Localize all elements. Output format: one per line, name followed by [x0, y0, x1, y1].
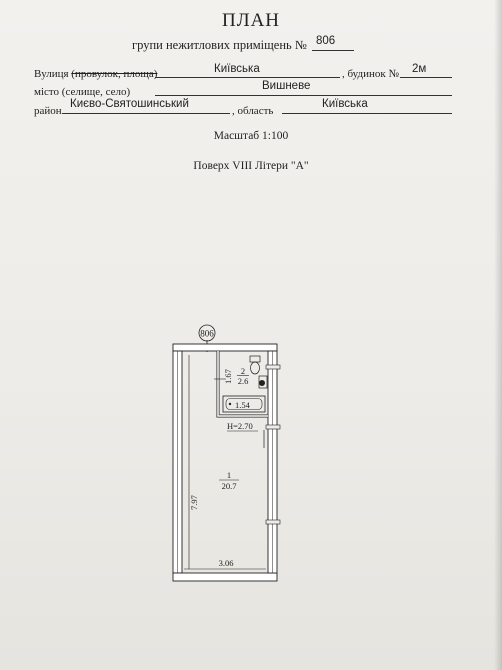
room2-length: 1.67 [223, 369, 233, 384]
street-underline [155, 77, 340, 78]
floor-text: Поверх VIII Літери "А" [193, 160, 309, 172]
building-label: , будинок № [342, 68, 399, 80]
right-wall-window-1 [265, 364, 281, 370]
sink [258, 375, 268, 389]
riser-dot [259, 380, 265, 386]
top-wall [172, 343, 278, 352]
region-underline [282, 113, 452, 114]
document-subtitle: групи нежитлових приміщень № [132, 38, 307, 52]
room1-area: 20.7 [222, 481, 237, 491]
street-label: Вулиця (провулок, площа) [34, 68, 158, 80]
toilet-bowl [250, 361, 260, 375]
length-value: 7.97 [189, 495, 199, 510]
building-underline [400, 77, 452, 78]
scale-text: Масштаб 1:100 [213, 130, 289, 142]
document-title: ПЛАН [221, 10, 281, 31]
page-edge-shadow [494, 0, 502, 670]
right-wall-window-2 [265, 424, 281, 430]
district-label: район [34, 105, 62, 117]
city-underline [155, 95, 452, 96]
marker-text: 806 [200, 329, 214, 339]
district-value: Києво-Святошинський [70, 98, 189, 110]
bottom-wall [172, 572, 278, 582]
region-value: Київська [322, 98, 368, 110]
street-label-struck: (провулок, площа) [71, 68, 158, 80]
city-label: місто (селище, село) [34, 86, 131, 98]
room2-number: 2 [241, 366, 245, 376]
city-value: Вишневе [262, 80, 311, 92]
building-value: 2м [412, 63, 427, 75]
bathtub [222, 395, 266, 413]
region-label: , область [232, 105, 274, 117]
bathtub-inner [225, 398, 263, 410]
group-number-underline [312, 50, 354, 51]
marker-circle [198, 324, 216, 342]
bathtub-length: 1.54 [235, 400, 251, 410]
width-value: 3.06 [219, 558, 234, 568]
room1-number: 1 [227, 470, 231, 480]
street-value: Київська [214, 63, 260, 75]
bathtub-drain [228, 402, 232, 406]
toilet-tank [249, 355, 261, 363]
bathroom-partition-fill [217, 351, 268, 417]
ceiling-height: H=2.70 [227, 421, 253, 431]
group-number: 806 [316, 35, 336, 47]
right-wall-window-3 [265, 519, 281, 525]
room2-area: 2.6 [238, 376, 249, 386]
district-underline [62, 113, 230, 114]
